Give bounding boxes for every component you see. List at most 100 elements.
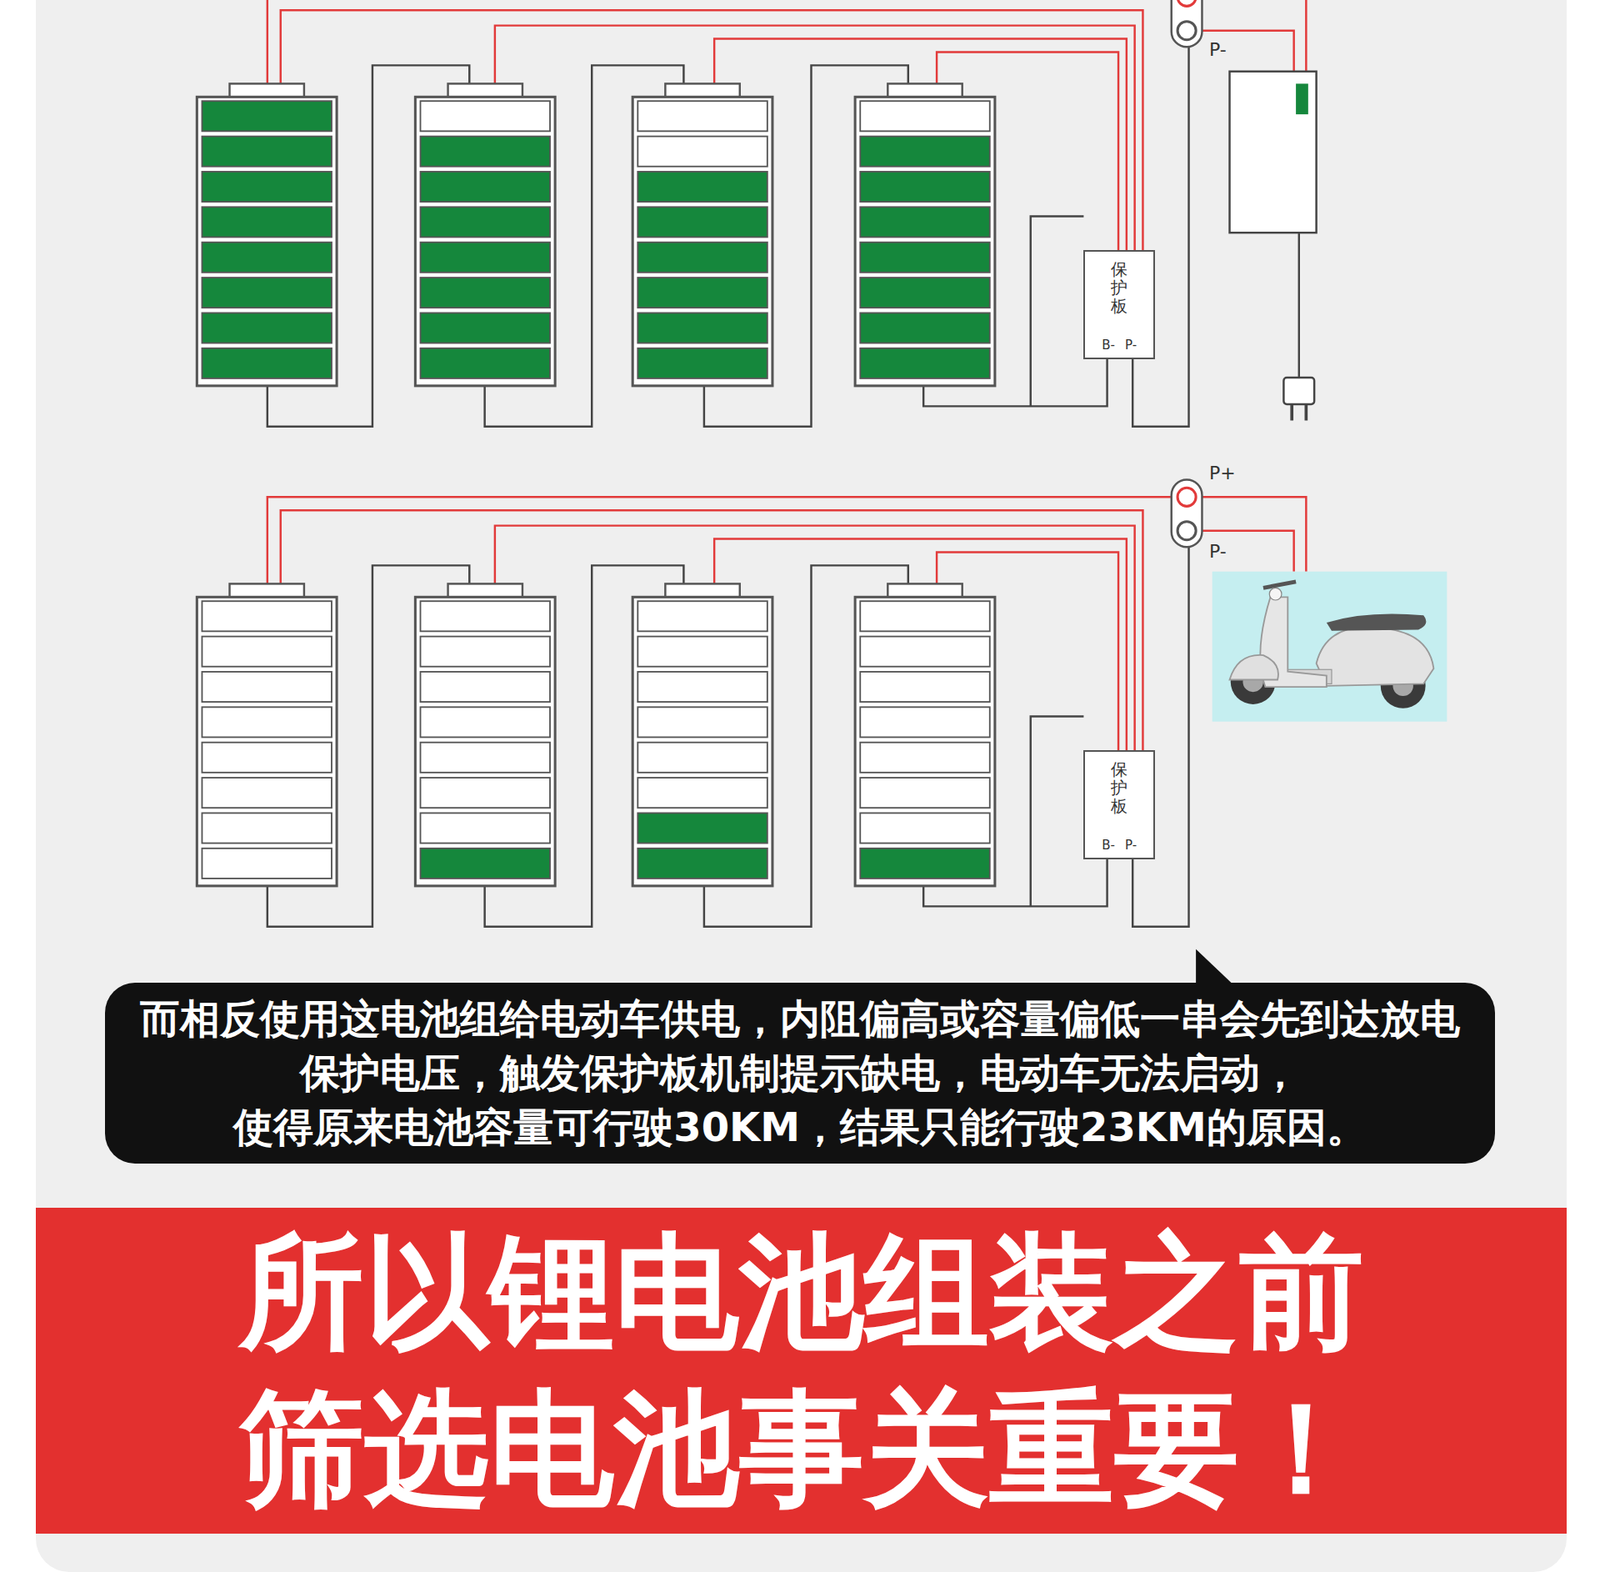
cell-body (415, 596, 555, 886)
charge-segment (201, 742, 332, 773)
battery-pack (196, 480, 1447, 927)
terminal-neg (1177, 21, 1196, 40)
picture-ground (1212, 571, 1448, 722)
battery-cell (196, 83, 337, 385)
terminal-neg (1177, 521, 1196, 540)
terminal (1171, 0, 1203, 47)
cell-cap (887, 83, 962, 97)
cell-body (855, 96, 995, 386)
charge-segment (637, 312, 768, 343)
battery-cell (415, 583, 555, 885)
charger-body (1230, 71, 1317, 233)
scooter-body (1316, 626, 1435, 685)
charge-segment (420, 600, 550, 631)
charge-segment (420, 171, 550, 202)
charge-segment (201, 136, 332, 167)
protection-board: 保护板 B- P- (1083, 250, 1155, 360)
charge-segment (420, 242, 550, 273)
charge-segment (420, 671, 550, 702)
battery-cell (196, 583, 337, 885)
battery-cell (632, 583, 773, 885)
balance-wire (267, 0, 1174, 84)
pin-name: P- (1125, 337, 1137, 353)
charger-led (1295, 83, 1309, 115)
charge-segment (860, 848, 990, 879)
battery-pack (196, 0, 1316, 427)
charge-segment (637, 636, 768, 667)
headlight (1269, 587, 1282, 600)
cell-body (196, 596, 337, 886)
scooter-picture (1212, 571, 1448, 722)
cell-cap (230, 83, 305, 97)
balance-wire (1201, 530, 1294, 572)
speech-bubble: 而相反使用这电池组给电动车供电，内阻偏高或容量偏低一串会先到达放电 保护电压，触… (105, 982, 1495, 1164)
charge-segment (201, 277, 332, 308)
charge-segment (420, 312, 550, 343)
charge-segment (637, 848, 768, 879)
board-label: 保护板 (1110, 260, 1128, 315)
battery-cell (415, 83, 555, 385)
series-wire (1030, 216, 1085, 407)
terminal-pos (1177, 487, 1196, 506)
series-wire (1132, 542, 1189, 926)
charge-segment (201, 636, 332, 667)
charge-segment (860, 636, 990, 667)
plug-prong (1290, 404, 1294, 421)
terminal-housing (1171, 0, 1203, 47)
charge-segment (201, 242, 332, 273)
charge-segment (860, 136, 990, 167)
bubble-text: 而相反使用这电池组给电动车供电，内阻偏高或容量偏低一串会先到达放电 保护电压，触… (121, 991, 1479, 1154)
charge-segment (637, 706, 768, 737)
title-banner: 所以锂电池组装之前 筛选电池事关重要！ (35, 1207, 1567, 1534)
cell-cap (665, 583, 740, 597)
charge-segment (637, 277, 768, 308)
charge-segment (637, 242, 768, 273)
cell-cap (448, 83, 523, 97)
battery-cell (855, 583, 995, 885)
charge-segment (860, 312, 990, 343)
balance-wire (1201, 496, 1306, 571)
series-wire (1030, 716, 1085, 907)
pin-label: P+ (1209, 462, 1236, 484)
charge-segment (637, 812, 768, 843)
charge-segment (860, 777, 990, 808)
terminal (1171, 480, 1203, 548)
charge-segment (860, 206, 990, 237)
battery-cell (855, 83, 995, 385)
board-label: 保护板 (1110, 760, 1128, 815)
charger (1230, 71, 1317, 421)
charge-segment (420, 100, 550, 131)
charge-segment (420, 848, 550, 879)
charge-segment (201, 848, 332, 879)
charge-segment (201, 600, 332, 631)
cell-body (632, 96, 773, 386)
front-fender (1230, 655, 1279, 680)
charge-segment (860, 242, 990, 273)
charge-segment (637, 136, 768, 167)
charge-segment (420, 136, 550, 167)
charge-segment (860, 100, 990, 131)
cell-body (632, 596, 773, 886)
charge-segment (201, 100, 332, 131)
pin-name: B- (1101, 337, 1115, 353)
charge-segment (420, 742, 550, 773)
charger-cord (1298, 232, 1300, 378)
cell-cap (887, 583, 962, 597)
charge-segment (637, 348, 768, 379)
pin-row: B-P- (1101, 837, 1137, 853)
charge-segment (860, 171, 990, 202)
charge-segment (201, 206, 332, 237)
balance-wire (280, 10, 1144, 250)
battery-cell (632, 83, 773, 385)
charge-segment (637, 671, 768, 702)
charge-segment (637, 600, 768, 631)
cell-cap (230, 583, 305, 597)
balance-wire (280, 510, 1144, 750)
charge-segment (420, 348, 550, 379)
charge-segment (860, 706, 990, 737)
cell-body (415, 96, 555, 386)
balance-wire (714, 39, 1127, 250)
balance-wire (714, 539, 1127, 750)
cell-body (196, 96, 337, 386)
pin-row: B- P- (1101, 337, 1137, 353)
